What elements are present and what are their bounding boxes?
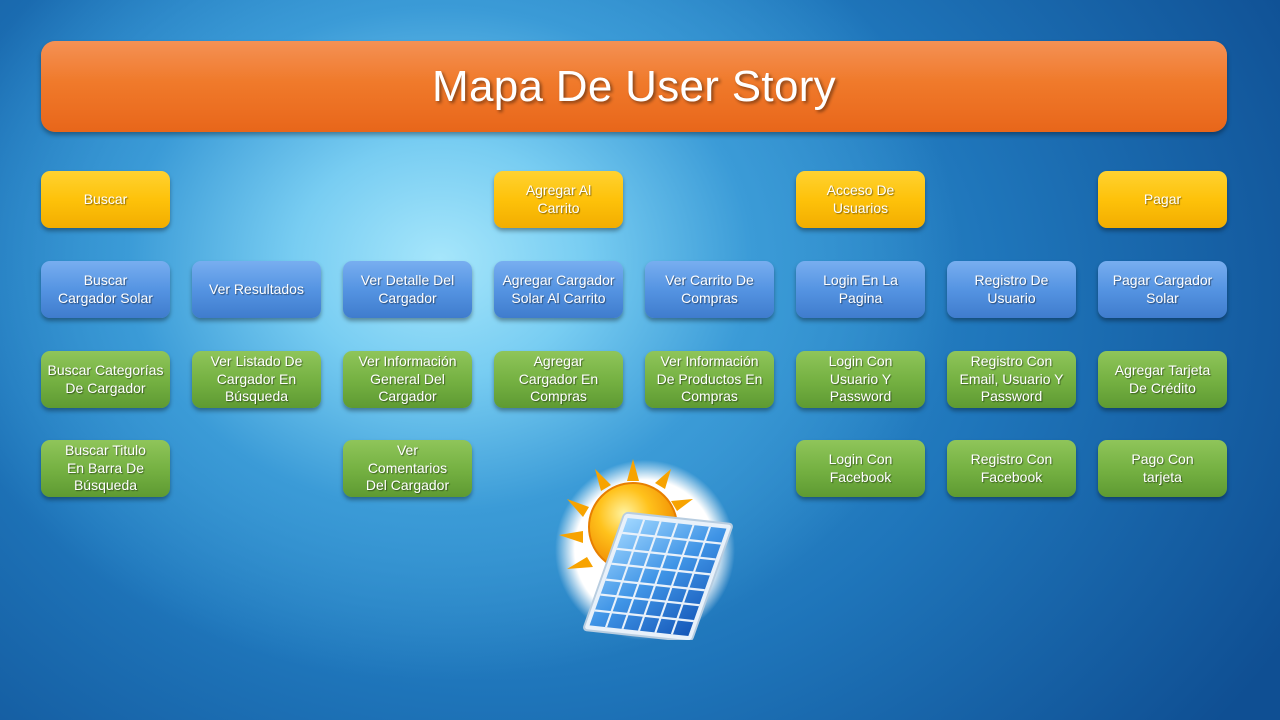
epic-pagar[interactable]: Pagar xyxy=(1098,171,1227,228)
story-ver-detalle-del-cargador[interactable]: Ver Detalle Del Cargador xyxy=(343,261,472,318)
epic-agregar-al-carrito[interactable]: Agregar Al Carrito xyxy=(494,171,623,228)
panel-icon xyxy=(583,511,733,640)
title-bar: Mapa De User Story xyxy=(41,41,1227,132)
task-pago-con-tarjeta[interactable]: Pago Con tarjeta xyxy=(1098,440,1227,497)
task-login-facebook[interactable]: Login Con Facebook xyxy=(796,440,925,497)
task-ver-comentarios[interactable]: Ver Comentarios Del Cargador xyxy=(343,440,472,497)
task-ver-informacion-general[interactable]: Ver Información General Del Cargador xyxy=(343,351,472,408)
page-title: Mapa De User Story xyxy=(432,61,836,111)
task-login-usuario-password[interactable]: Login Con Usuario Y Password xyxy=(796,351,925,408)
epic-buscar[interactable]: Buscar xyxy=(41,171,170,228)
story-ver-carrito-de-compras[interactable]: Ver Carrito De Compras xyxy=(645,261,774,318)
epic-acceso-de-usuarios[interactable]: Acceso De Usuarios xyxy=(796,171,925,228)
story-pagar-cargador-solar[interactable]: Pagar Cargador Solar xyxy=(1098,261,1227,318)
task-registro-email[interactable]: Registro Con Email, Usuario Y Password xyxy=(947,351,1076,408)
task-buscar-titulo[interactable]: Buscar Titulo En Barra De Búsqueda xyxy=(41,440,170,497)
task-agregar-tarjeta[interactable]: Agregar Tarjeta De Crédito xyxy=(1098,351,1227,408)
task-buscar-categorias[interactable]: Buscar Categorías De Cargador xyxy=(41,351,170,408)
story-login-en-la-pagina[interactable]: Login En La Pagina xyxy=(796,261,925,318)
task-ver-listado[interactable]: Ver Listado De Cargador En Búsqueda xyxy=(192,351,321,408)
story-agregar-cargador-solar-al-carrito[interactable]: Agregar Cargador Solar Al Carrito xyxy=(494,261,623,318)
story-buscar-cargador-solar[interactable]: Buscar Cargador Solar xyxy=(41,261,170,318)
story-registro-de-usuario[interactable]: Registro De Usuario xyxy=(947,261,1076,318)
story-ver-resultados[interactable]: Ver Resultados xyxy=(192,261,321,318)
solar-panel-icon xyxy=(555,459,735,640)
task-agregar-cargador-en-compras[interactable]: Agregar Cargador En Compras xyxy=(494,351,623,408)
task-ver-informacion-productos[interactable]: Ver Información De Productos En Compras xyxy=(645,351,774,408)
task-registro-facebook[interactable]: Registro Con Facebook xyxy=(947,440,1076,497)
